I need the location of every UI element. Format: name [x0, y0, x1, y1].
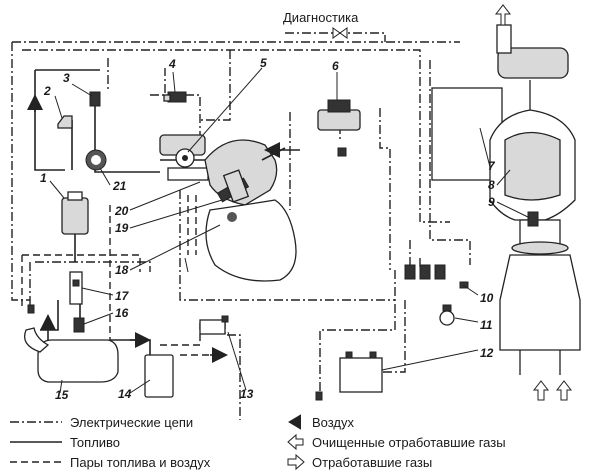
- electric-circuits: [11, 42, 471, 420]
- fuel-pressure-regulator: [57, 115, 73, 129]
- throttle-body: [159, 134, 209, 181]
- callout-3: 3: [63, 71, 70, 85]
- callout-4: 4: [168, 57, 176, 71]
- fuel-filter: [61, 191, 89, 235]
- legend-air-label: Воздух: [312, 415, 355, 430]
- callout-11: 11: [480, 318, 493, 332]
- callout-13: 13: [240, 387, 254, 401]
- callout-16: 16: [115, 306, 129, 320]
- engine: [184, 139, 297, 282]
- idle-valve: [85, 149, 107, 171]
- legend-clean-exhaust-label: Очищенные отработавшие газы: [312, 435, 506, 450]
- callout-17: 17: [115, 289, 130, 303]
- callout-leaders: [49, 67, 531, 394]
- callout-21: 21: [112, 179, 127, 193]
- charcoal-canister: [144, 354, 174, 398]
- battery: [339, 351, 383, 393]
- callout-7: 7: [488, 159, 496, 173]
- rollover-valve: [73, 317, 85, 333]
- callout-12: 12: [480, 346, 494, 360]
- sensor-11: [439, 304, 455, 326]
- legend-exhaust-arrow-icon: [287, 453, 305, 471]
- callout-9: 9: [488, 195, 495, 209]
- callout-15: 15: [55, 388, 69, 402]
- purge-valve: [199, 315, 229, 335]
- exhaust-system: [489, 24, 581, 375]
- relays-block: [404, 264, 469, 289]
- diagnostics-title: Диагностика: [283, 10, 359, 25]
- legend-fuel-label: Топливо: [70, 435, 120, 450]
- legend-air-arrow-icon: [288, 414, 301, 430]
- callout-14: 14: [118, 387, 132, 401]
- callout-5: 5: [260, 56, 267, 70]
- callout-10: 10: [480, 291, 494, 305]
- legend-exhaust-label: Отработавшие газы: [312, 455, 432, 470]
- fuel-tank: [23, 327, 119, 383]
- callout-19: 19: [115, 221, 129, 235]
- diagnostics-connector: [12, 27, 460, 43]
- callout-18: 18: [115, 263, 129, 277]
- callout-1: 1: [40, 171, 47, 185]
- callout-8: 8: [488, 178, 495, 192]
- sensor-3: [89, 91, 101, 150]
- callout-20: 20: [114, 204, 129, 218]
- exhaust-arrows: [494, 4, 573, 401]
- legend-clean-exhaust-arrow-icon: [287, 433, 304, 451]
- ignition-module: [317, 99, 361, 157]
- callout-2: 2: [43, 84, 51, 98]
- connector-4: [163, 91, 187, 103]
- callout-6: 6: [332, 59, 339, 73]
- air-arrows: [27, 94, 300, 363]
- legend-vapor-label: Пары топлива и воздух: [70, 455, 211, 470]
- legend-electric-label: Электрические цепи: [70, 415, 193, 430]
- legend: Электрические цепи Топливо Пары топлива …: [10, 414, 506, 471]
- ground-terminals: [27, 304, 323, 401]
- separator-17: [69, 271, 83, 305]
